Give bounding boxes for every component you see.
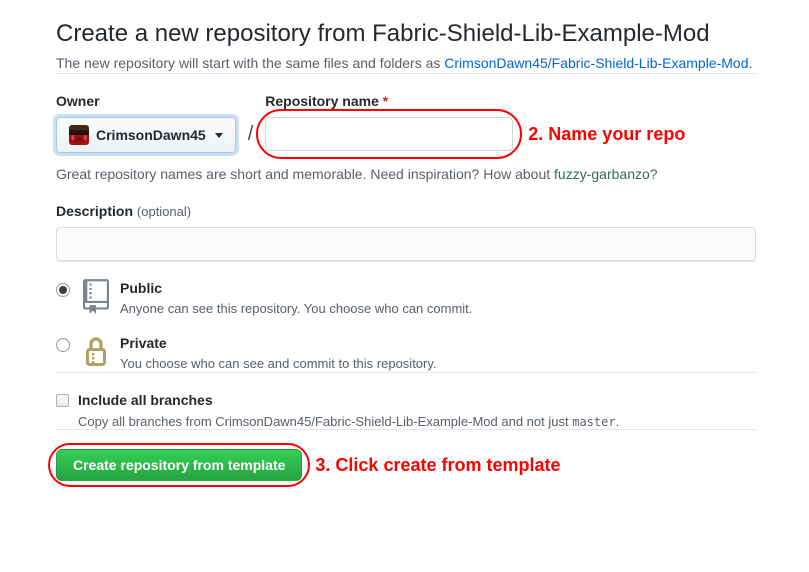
repo-name-field: Repository name * (256, 93, 523, 159)
include-branches-text: Include all branches Copy all branches f… (78, 391, 619, 429)
owner-select-button[interactable]: CrimsonDawn45 (56, 117, 236, 153)
description-field: Description (optional) (56, 203, 756, 261)
include-branches-description: Copy all branches from CrimsonDawn45/Fab… (78, 414, 619, 429)
lock-icon (83, 334, 109, 372)
description-optional-text: (optional) (136, 204, 192, 219)
required-asterisk: * (382, 93, 389, 109)
template-repo-link[interactable]: CrimsonDawn45/Fabric-Shield-Lib-Example-… (444, 55, 753, 71)
annotation-click-create: 3. Click create from template (315, 454, 561, 475)
repo-name-hint: Great repository names are short and mem… (56, 166, 756, 182)
include-branches-checkbox[interactable] (56, 394, 69, 407)
divider (56, 372, 756, 373)
include-branches-label: Include all branches (78, 392, 213, 408)
subtitle-text: The new repository will start with the s… (56, 55, 445, 71)
visibility-option-private: Private You choose who can see and commi… (56, 334, 756, 372)
divider (56, 429, 756, 430)
include-branches-row: Include all branches Copy all branches f… (56, 391, 756, 429)
repo-name-label: Repository name * (265, 93, 513, 109)
create-repository-button[interactable]: Create repository from template (56, 449, 303, 481)
owner-repo-separator: / (247, 123, 254, 145)
owner-field: Owner CrimsonDawn45 (56, 93, 236, 153)
create-repo-page: Create a new repository from Fabric-Shie… (48, 0, 756, 487)
private-option-description: You choose who can see and commit to thi… (120, 356, 437, 371)
repo-book-icon (83, 279, 109, 317)
public-option-description: Anyone can see this repository. You choo… (120, 301, 473, 316)
branches-desc-suffix: . (615, 414, 620, 429)
dropdown-caret-icon (214, 132, 223, 138)
suggested-name-link[interactable]: fuzzy-garbanzo (554, 166, 650, 182)
repo-name-input[interactable] (265, 117, 514, 151)
private-option-text: Private You choose who can see and commi… (120, 334, 437, 371)
branches-desc-code: master (572, 415, 616, 429)
repo-name-label-text: Repository name (265, 93, 383, 109)
public-radio[interactable] (56, 283, 70, 297)
description-input[interactable] (56, 227, 756, 261)
page-title: Create a new repository from Fabric-Shie… (56, 20, 710, 47)
private-option-title: Private (120, 335, 167, 351)
description-label: Description (optional) (56, 203, 756, 219)
visibility-option-public: Public Anyone can see this repository. Y… (56, 279, 756, 317)
pixel-avatar-icon (69, 125, 89, 145)
page-subtitle: The new repository will start with the s… (56, 53, 756, 73)
divider (56, 73, 756, 74)
private-radio[interactable] (56, 338, 70, 352)
hint-text: Great repository names are short and mem… (56, 166, 555, 182)
annotation-name-your-repo: 2. Name your repo (528, 124, 686, 144)
owner-name: CrimsonDawn45 (96, 127, 206, 143)
repo-name-input-wrap (256, 109, 523, 159)
divider (56, 261, 756, 262)
public-option-title: Public (120, 280, 163, 296)
public-option-text: Public Anyone can see this repository. Y… (120, 279, 472, 316)
description-label-text: Description (56, 203, 137, 219)
submit-row: Create repository from template 3. Click… (48, 443, 756, 487)
create-button-wrap: Create repository from template (48, 443, 311, 487)
hint-suffix: ? (649, 166, 658, 182)
owner-label: Owner (56, 93, 100, 109)
owner-repo-row: Owner CrimsonDawn45 / Repository name * … (56, 93, 756, 159)
branches-desc-text: Copy all branches from CrimsonDawn45/Fab… (78, 414, 573, 429)
